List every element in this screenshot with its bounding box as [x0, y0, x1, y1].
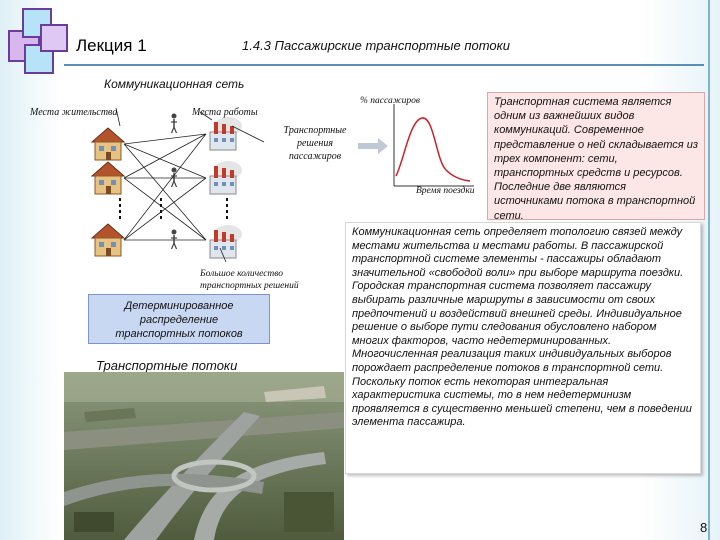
person-icon: [170, 166, 178, 188]
factory-icon: [209, 224, 243, 259]
decisions-label: Транспортные решения пассажиров: [282, 124, 348, 163]
graph-xlabel: Время поездки: [416, 186, 475, 196]
graph-ylabel: % пассажиров: [360, 96, 420, 106]
logo-square-right: [40, 24, 68, 52]
decisions-line: пассажиров: [288, 151, 342, 162]
logo-square-bottom: [24, 44, 54, 74]
topic-title: 1.4.3 Пассажирские транспортные потоки: [242, 38, 510, 53]
decisions-line: решения: [296, 138, 334, 149]
residence-label: Места жительства: [30, 107, 118, 118]
network-links: [115, 107, 265, 263]
arrow-right-icon: [358, 138, 388, 154]
highway-interchange-photo: [64, 372, 344, 540]
house-icon: [91, 127, 125, 161]
many-decisions-line: транспортных решений: [200, 281, 299, 291]
header-divider: [64, 64, 704, 66]
decisions-line: Транспортные: [283, 125, 347, 136]
deterministic-distribution-box: Детерминированное распределение транспор…: [88, 294, 270, 344]
network-title: Коммуникационная сеть: [104, 77, 245, 91]
travel-time-graph: [393, 104, 474, 187]
work-label: Места работы: [192, 107, 258, 118]
many-decisions-label: Большое количество транспортных решений: [200, 268, 299, 292]
house-icon: [91, 161, 125, 195]
many-decisions-line: Большое количество: [200, 269, 284, 279]
network-description-text: Коммуникационная сеть определяет тополог…: [345, 222, 701, 474]
lecture-title: Лекция 1: [76, 36, 147, 55]
right-border: [708, 0, 710, 540]
person-icon: [170, 112, 178, 134]
person-icon: [170, 228, 178, 250]
determ-line: Детерминированное: [124, 300, 234, 312]
network-diagram: [91, 104, 474, 263]
determ-line: транспортных потоков: [115, 328, 243, 340]
factory-icon: [209, 160, 243, 195]
factory-icon: [209, 116, 243, 151]
page-number: 8: [700, 520, 708, 535]
logo-square-top: [22, 8, 52, 38]
house-icon: [91, 223, 125, 257]
determ-line: распределение: [139, 314, 219, 326]
transport-system-text: Транспортная система является одним из в…: [487, 92, 705, 222]
flows-label: Транспортные потоки: [96, 358, 238, 373]
ellipsis-dots: [119, 198, 228, 219]
